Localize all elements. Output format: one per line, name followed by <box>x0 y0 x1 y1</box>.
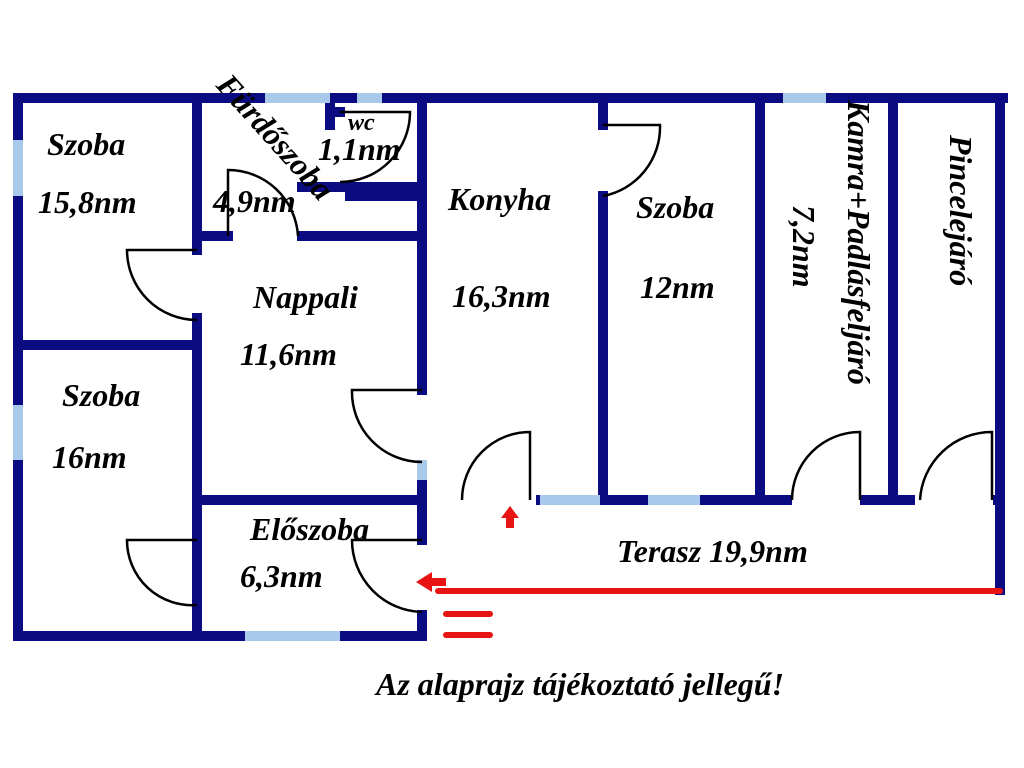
walls <box>13 93 1008 641</box>
room-szoba-3-name: Szoba <box>62 377 140 413</box>
room-eloszoba-name: Előszoba <box>249 511 369 547</box>
room-konyha-name: Konyha <box>447 181 551 217</box>
room-szoba-2-name: Szoba <box>636 189 714 225</box>
disclaimer: Az alaprajz tájékoztató jellegű! <box>374 666 784 702</box>
room-kamra-area: 7,2nm <box>786 205 822 288</box>
room-nappali-name: Nappali <box>252 279 358 315</box>
arrow-left-icon <box>416 572 446 592</box>
arrow-up-icon <box>501 506 519 528</box>
room-szoba-2-area: 12nm <box>640 269 715 305</box>
entrance-arrows <box>416 506 1003 638</box>
room-szoba-1-area: 15,8nm <box>38 184 137 220</box>
room-szoba-3-area: 16nm <box>52 439 127 475</box>
room-nappali-area: 11,6nm <box>240 336 337 372</box>
room-konyha-area: 16,3nm <box>452 278 551 314</box>
windows <box>13 93 826 641</box>
room-furdo-area: 4,9nm <box>212 183 296 219</box>
room-pince-name: Pincelejáró <box>943 134 979 286</box>
room-kamra-name: Kamra+Padlásfeljáró <box>841 99 877 385</box>
room-szoba-1-name: Szoba <box>47 126 125 162</box>
entrance-marker-icon <box>443 611 493 638</box>
room-wc-area: 1,1nm <box>318 131 401 167</box>
room-wc-name: wc <box>348 110 375 136</box>
room-eloszoba-area: 6,3nm <box>240 558 323 594</box>
room-terasz-label: Terasz 19,9nm <box>617 533 808 569</box>
doors <box>125 110 994 614</box>
